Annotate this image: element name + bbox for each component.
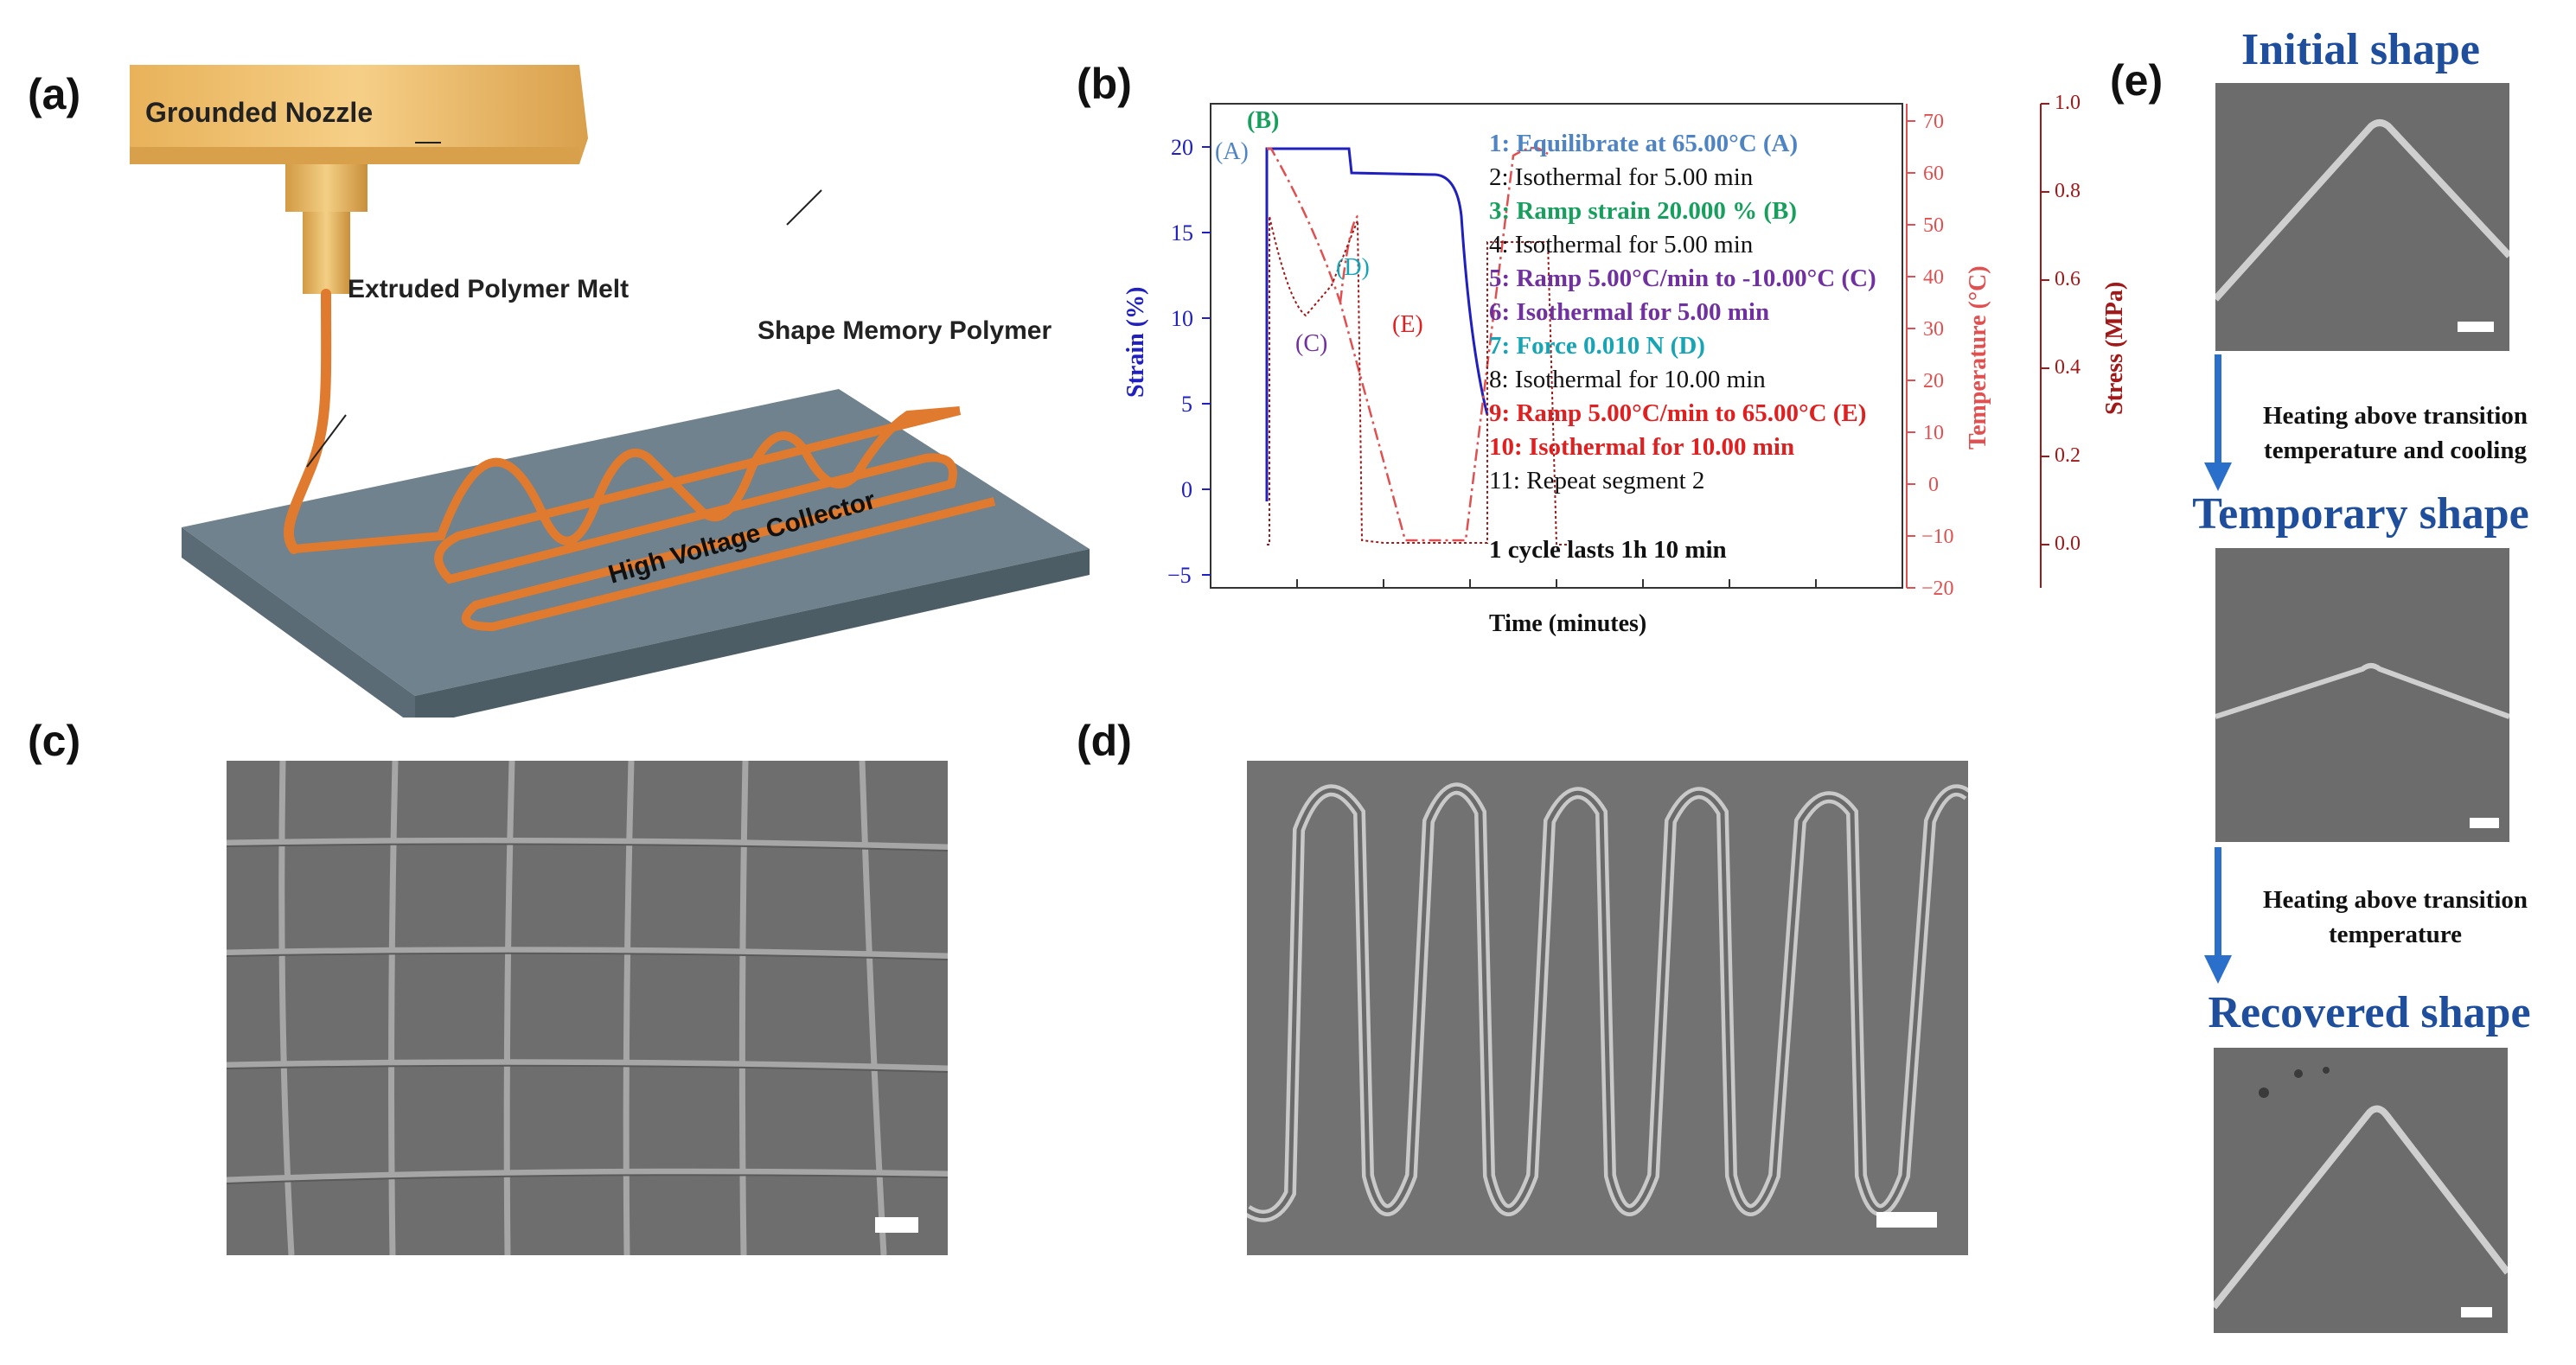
y-mid-tick-40: 40 — [1923, 266, 1944, 289]
y-right-tick-0.6: 0.6 — [2055, 268, 2081, 290]
x-axis-label: Time (minutes) — [1489, 610, 1647, 637]
smp-label: Shape Memory Polymer — [757, 316, 1052, 345]
legend-entry: 5: Ramp 5.00°C/min to -10.00°C (C) — [1489, 265, 1876, 292]
nozzle — [130, 65, 588, 294]
scale-bar — [2458, 322, 2494, 332]
initial-shape-image — [2215, 83, 2509, 351]
serpentine-fiber — [1247, 761, 1968, 1255]
y-right-tick-0.2: 0.2 — [2055, 444, 2081, 467]
y-mid-tick-60: 60 — [1923, 163, 1944, 185]
scale-bar — [1876, 1212, 1937, 1228]
arrow-1 — [2204, 354, 2232, 491]
y-mid-tick-0: 0 — [1928, 474, 1939, 496]
y-mid-tick-neg20: −20 — [1921, 577, 1954, 600]
x-ticks — [1296, 579, 1817, 588]
initial-shape-title: Initial shape — [2241, 25, 2480, 74]
panel-a-label: (a) — [28, 70, 81, 118]
y-right-axis-label: Stress (MPa) — [2101, 281, 2128, 415]
sem-serpentine-image — [1247, 761, 1968, 1255]
scale-bar — [875, 1217, 918, 1233]
step2-line1: Heating above transition — [2262, 886, 2528, 914]
panel-c-label: (c) — [28, 717, 81, 765]
legend-entry: 9: Ramp 5.00°C/min to 65.00°C (E) — [1489, 399, 1867, 427]
arrow-2 — [2204, 847, 2232, 984]
marker-d: (D) — [1336, 254, 1370, 281]
marker-c: (C) — [1295, 330, 1328, 357]
temperature-curve-2 — [1339, 214, 1359, 303]
cycle-note: 1 cycle lasts 1h 10 min — [1489, 536, 1727, 564]
marker-a: (A) — [1215, 138, 1249, 165]
panel-b-chart — [1202, 103, 2049, 589]
y-left-tick-5: 5 — [1181, 392, 1192, 417]
step1-line1: Heating above transition — [2262, 402, 2528, 430]
nozzle-label: Grounded Nozzle — [145, 97, 374, 128]
y-left-tick-15: 15 — [1171, 220, 1193, 246]
panel-b-label: (b) — [1077, 60, 1132, 108]
printed-loops — [434, 406, 996, 632]
grid-fibers — [227, 761, 948, 1255]
recovered-shape-image — [2214, 1048, 2508, 1333]
y-right-tick-0: 0.0 — [2055, 533, 2081, 555]
melt-label: Extruded Polymer Melt — [348, 275, 630, 303]
step1-line2: temperature and cooling — [2264, 437, 2527, 464]
y-mid-tick-neg10: −10 — [1921, 526, 1954, 548]
legend-entry: 2: Isothermal for 5.00 min — [1489, 163, 1754, 191]
y-left-tick-0: 0 — [1181, 477, 1192, 502]
strain-curve — [1265, 147, 1489, 501]
legend-entry: 7: Force 0.010 N (D) — [1489, 332, 1705, 360]
y-right-tick-1: 1.0 — [2055, 92, 2081, 114]
recovered-fiber — [2214, 1048, 2508, 1333]
temporary-fiber — [2215, 548, 2509, 842]
legend-entry: 6: Isothermal for 5.00 min — [1489, 298, 1770, 326]
panel-e-label: (e) — [2110, 56, 2164, 105]
sem-grid-image — [227, 761, 948, 1255]
stress-curve — [1267, 215, 1574, 545]
y-left-tick-neg5: −5 — [1167, 563, 1192, 588]
y-mid-tick-10: 10 — [1923, 422, 1944, 444]
y-mid-ticks — [1907, 120, 1915, 589]
y-right-tick-0.4: 0.4 — [2055, 356, 2081, 379]
legend-entry: 11: Repeat segment 2 — [1489, 467, 1705, 494]
y-mid-tick-20: 20 — [1923, 370, 1944, 392]
initial-fiber — [2215, 83, 2509, 351]
recovered-shape-title: Recovered shape — [2208, 988, 2531, 1037]
marker-b: (B) — [1247, 107, 1280, 134]
panel-a-illustration — [130, 65, 1090, 718]
scale-bar — [2461, 1307, 2492, 1317]
legend-entry: 8: Isothermal for 10.00 min — [1489, 366, 1766, 393]
y-mid-tick-30: 30 — [1923, 318, 1944, 341]
legend-entry: 10: Isothermal for 10.00 min — [1489, 433, 1795, 461]
scale-bar — [2470, 818, 2499, 828]
marker-e: (E) — [1392, 311, 1423, 338]
y-right-ticks — [2041, 103, 2049, 545]
legend-entry: 1: Equilibrate at 65.00°C (A) — [1489, 130, 1799, 157]
y-left-tick-20: 20 — [1171, 135, 1193, 160]
y-right-tick-0.8: 0.8 — [2055, 180, 2081, 202]
y-left-axis-label: Strain (%) — [1122, 286, 1149, 398]
y-left-tick-10: 10 — [1171, 306, 1193, 331]
panel-d-label: (d) — [1077, 717, 1132, 765]
y-mid-tick-70: 70 — [1923, 111, 1944, 133]
temporary-shape-image — [2215, 548, 2509, 842]
y-mid-axis-label: Temperature (°C) — [1965, 265, 1991, 450]
y-left-ticks — [1202, 146, 1211, 576]
legend-entry: 4: Isothermal for 5.00 min — [1489, 231, 1754, 258]
y-mid-tick-50: 50 — [1923, 214, 1944, 237]
temporary-shape-title: Temporary shape — [2192, 489, 2529, 539]
legend-entry: 3: Ramp strain 20.000 % (B) — [1489, 197, 1798, 225]
step2-line2: temperature — [2328, 921, 2463, 948]
